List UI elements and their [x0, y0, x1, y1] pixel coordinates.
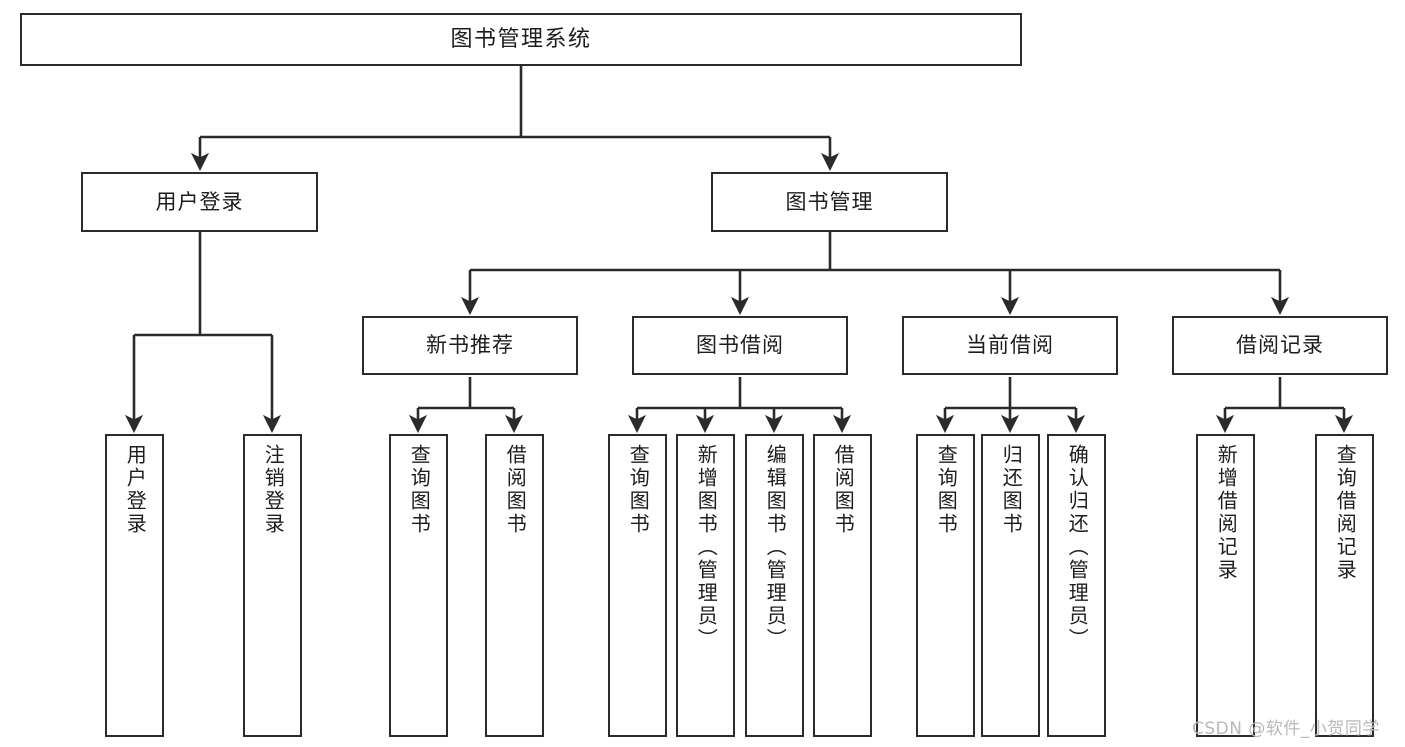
leaf-borrow-record-query[interactable]: 查询借阅记录 — [1315, 434, 1374, 737]
leaf-current-borrow-query[interactable]: 查询图书 — [916, 434, 975, 737]
leaf-new-book-query[interactable]: 查询图书 — [389, 434, 448, 737]
node-label: 图书管理 — [785, 189, 874, 214]
leaf-book-borrow-query[interactable]: 查询图书 — [608, 434, 667, 737]
node-label: 编辑图书（管理员） — [763, 444, 788, 651]
node-root-book-management-system[interactable]: 图书管理系统 — [20, 13, 1022, 66]
node-label: 新书推荐 — [426, 333, 514, 358]
node-book-management[interactable]: 图书管理 — [711, 172, 948, 232]
node-label: 注销登录 — [261, 444, 286, 536]
node-label: 当前借阅 — [966, 333, 1054, 358]
node-label: 借阅记录 — [1236, 333, 1324, 358]
leaf-user-login-logout[interactable]: 注销登录 — [243, 434, 302, 737]
node-current-borrow[interactable]: 当前借阅 — [902, 316, 1118, 375]
leaf-borrow-record-add[interactable]: 新增借阅记录 — [1196, 434, 1255, 737]
leaf-book-borrow-borrow[interactable]: 借阅图书 — [813, 434, 872, 737]
leaf-book-borrow-add-admin[interactable]: 新增图书（管理员） — [676, 434, 735, 737]
node-book-borrow[interactable]: 图书借阅 — [632, 316, 848, 375]
node-label: 新增借阅记录 — [1214, 444, 1239, 582]
leaf-current-borrow-confirm-admin[interactable]: 确认归还（管理员） — [1047, 434, 1106, 737]
node-label: 查询图书 — [934, 444, 959, 536]
node-label: 查询图书 — [407, 444, 432, 536]
node-label: 用户登录 — [155, 189, 244, 214]
leaf-user-login-login[interactable]: 用户登录 — [105, 434, 164, 737]
node-label: 用户登录 — [123, 444, 148, 536]
node-user-login[interactable]: 用户登录 — [81, 172, 318, 232]
node-label: 图书借阅 — [696, 333, 784, 358]
node-label: 查询借阅记录 — [1333, 444, 1358, 582]
node-label: 归还图书 — [999, 444, 1024, 536]
node-label: 确认归还（管理员） — [1065, 444, 1090, 651]
node-label: 查询图书 — [626, 444, 651, 536]
node-label: 新增图书（管理员） — [694, 444, 719, 651]
node-new-book-recommend[interactable]: 新书推荐 — [362, 316, 578, 375]
node-borrow-record[interactable]: 借阅记录 — [1172, 316, 1388, 375]
node-label: 借阅图书 — [503, 444, 528, 536]
leaf-book-borrow-edit-admin[interactable]: 编辑图书（管理员） — [745, 434, 804, 737]
node-label: 图书管理系统 — [450, 26, 592, 52]
leaf-current-borrow-return[interactable]: 归还图书 — [981, 434, 1040, 737]
leaf-new-book-borrow[interactable]: 借阅图书 — [485, 434, 544, 737]
csdn-watermark: CSDN @软件_小贺同学 — [1192, 719, 1380, 739]
node-label: 借阅图书 — [831, 444, 856, 536]
